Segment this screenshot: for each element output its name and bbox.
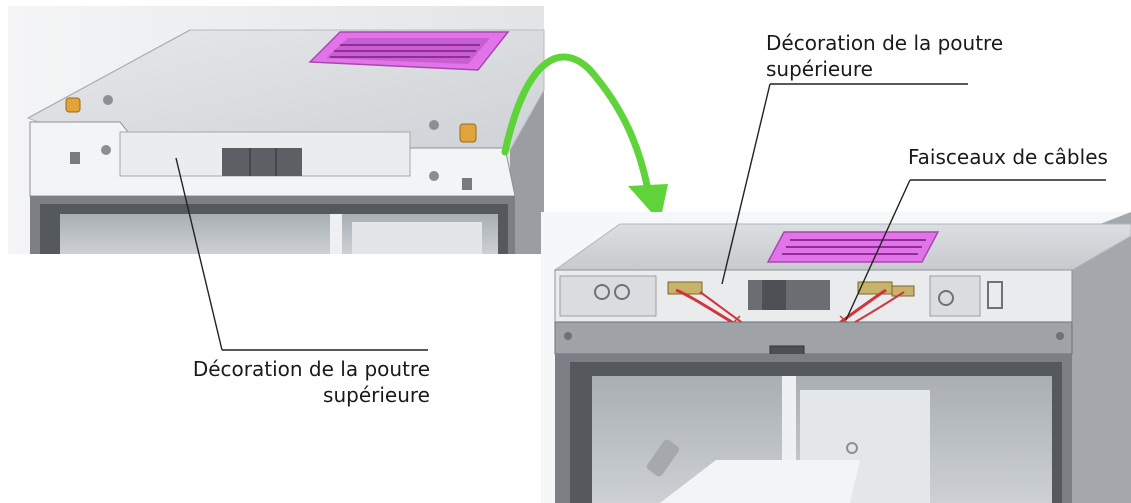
callout-text-line: Faisceaux de câbles bbox=[908, 145, 1108, 169]
callout-text-line: supérieure bbox=[323, 383, 430, 407]
callout-text-line: Décoration de la poutre bbox=[192, 357, 430, 381]
callout-upper-beam-decoration-left: Décoration de la poutre supérieure bbox=[160, 356, 430, 408]
left-panel-image bbox=[8, 6, 545, 254]
vent-grille bbox=[308, 31, 510, 71]
callout-cable-harness: Faisceaux de câbles bbox=[908, 144, 1128, 170]
callout-upper-beam-decoration-right: Décoration de la poutre supérieure bbox=[766, 30, 1066, 82]
exposed-beam-interior bbox=[554, 269, 1073, 323]
vent-grille-open bbox=[766, 231, 940, 263]
right-panel-image bbox=[541, 212, 1131, 503]
callout-text-line: supérieure bbox=[766, 57, 873, 81]
upper-beam-decoration bbox=[29, 121, 516, 197]
transition-arrow bbox=[501, 53, 652, 194]
callout-text-line: Décoration de la poutre bbox=[766, 31, 1004, 55]
callout-leaders bbox=[175, 83, 1106, 351]
